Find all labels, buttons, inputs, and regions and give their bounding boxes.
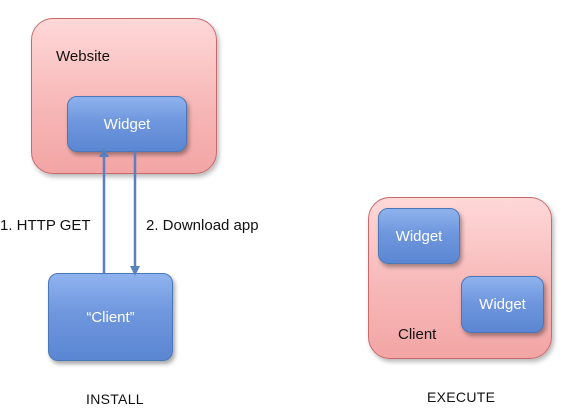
execute-client-label: Client	[398, 326, 437, 343]
step2-label: 2. Download app	[146, 217, 259, 234]
execute-widget-1-label: Widget	[395, 227, 443, 245]
execute-widget-1: Widget	[378, 208, 460, 264]
step1-label: 1. HTTP GET	[0, 217, 91, 234]
install-widget-box: Widget	[67, 96, 187, 152]
website-label: Website	[56, 48, 110, 65]
install-widget-label: Widget	[103, 115, 151, 133]
install-client-label: “Client”	[86, 308, 135, 326]
install-caption: INSTALL	[86, 391, 144, 407]
execute-widget-2-label: Widget	[479, 296, 526, 313]
execute-caption: EXECUTE	[427, 389, 496, 405]
execute-widget-2: Widget	[461, 276, 544, 333]
install-client-box: “Client”	[48, 273, 173, 361]
